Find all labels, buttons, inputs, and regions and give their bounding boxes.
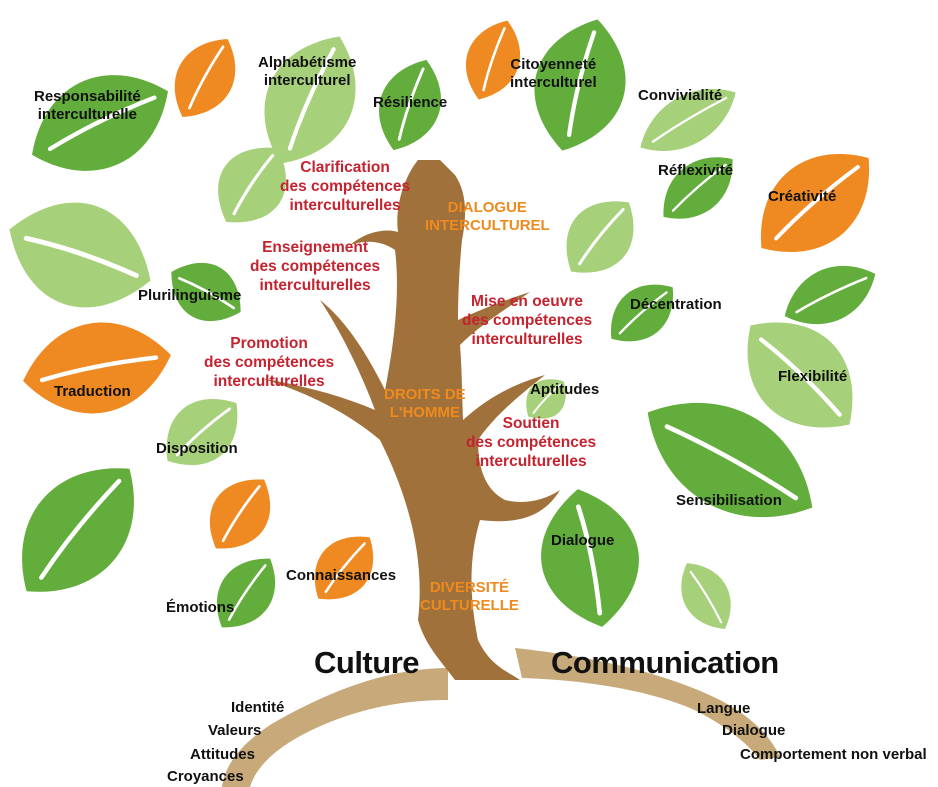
label-aptitudes: Aptitudes [530,381,600,398]
leaf-shape [32,75,168,171]
label-emotions: Émotions [166,599,235,616]
label-plurilinguisme: Plurilinguisme [138,287,242,304]
leaf-shape [465,20,521,100]
root-culture-title: Culture [314,645,420,680]
leaf-shape [171,263,241,321]
label-resilience: Résilience [373,94,448,111]
leaf-shape [611,284,673,342]
leaf-shape [534,19,626,151]
leaf-shape [264,36,356,164]
label-decentration: Décentration [630,296,722,313]
leaf-shape [526,379,566,419]
label-reflexivite: Réflexivité [658,162,734,179]
leaf-shape [9,202,151,308]
label-dialogue: Dialogue [551,532,615,549]
root-communication-title: Communication [551,645,779,680]
left-root [222,668,448,787]
label-sensibilisation: Sensibilisation [676,492,782,509]
communication-item-dialogue: Dialogue [722,722,786,739]
leaf-shape [760,154,870,252]
label-creativite: Créativité [768,188,837,205]
leaf-shape [784,265,876,325]
leaf-shape [566,201,634,273]
label-connaissances: Connaissances [286,567,397,584]
leaf-shape [647,403,813,517]
leaf-shape [166,399,238,465]
leaf-shape [541,489,639,627]
leaf-shape [663,157,733,219]
label-traduction: Traduction [54,383,131,400]
leaf-shape [681,563,731,629]
label-disposition: Disposition [156,440,238,457]
leaf-shape [217,558,275,628]
label-flexibilite: Flexibilité [778,368,848,385]
trunk [260,160,560,680]
communication-item-langue: Langue [697,700,751,717]
culture-item-attitudes: Attitudes [190,746,255,763]
leaf-shape [379,59,441,151]
culture-item-valeurs: Valeurs [208,722,262,739]
culture-item-identite: Identité [231,699,285,716]
leaf-shape [22,468,134,592]
right-root [515,648,780,760]
leaf-shape [314,536,374,600]
leaf-shape [23,322,171,414]
leaf-shape [640,89,736,151]
leaf-shape [209,479,271,549]
leaf-shape [218,147,286,223]
communication-item-comportement: Comportement non verbal [740,746,927,763]
leaf-shape [747,322,853,428]
culture-item-croyances: Croyances [167,768,244,785]
leaf-shape [174,39,236,117]
label-convivialite: Convivialité [638,87,723,104]
